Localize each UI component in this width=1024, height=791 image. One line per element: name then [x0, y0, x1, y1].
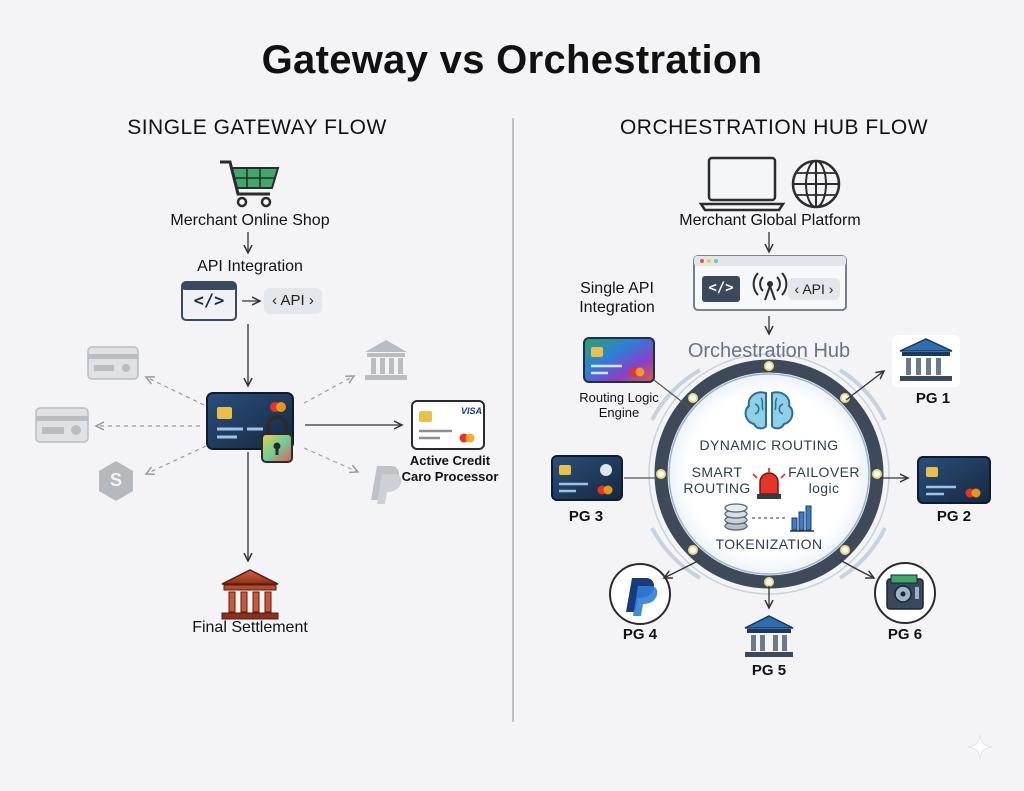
paypal-icon — [609, 563, 671, 625]
arrow-hub-to-pg6 — [839, 559, 874, 578]
pg3-label: PG 3 — [568, 508, 604, 525]
arrow-hub-to-pg4 — [664, 559, 701, 578]
routing-engine-label: Routing Logic Engine — [560, 390, 678, 420]
routing-engine-line-1: Routing Logic — [579, 390, 659, 405]
bank-icon — [365, 340, 407, 380]
pg5-bank-icon — [744, 615, 794, 657]
pg5-label: PG 5 — [751, 662, 787, 679]
alarm-icon — [752, 468, 786, 499]
api-tag-box — [264, 288, 322, 314]
padlock-icon — [261, 415, 293, 463]
visa-label: VISA — [460, 406, 482, 416]
inactive-card-icon — [87, 346, 139, 380]
api-tag: ‹ API › — [794, 281, 834, 297]
link-engine-to-hub — [653, 379, 691, 409]
inactive-processor-icon — [99, 461, 133, 501]
pg4-label: PG 4 — [622, 626, 658, 643]
code-window-icon — [181, 281, 237, 321]
active-processor-line-2: Caro Processor — [401, 469, 499, 484]
api-integration-label: API Integration — [197, 258, 303, 275]
active-processor-card-icon — [411, 400, 485, 450]
bar-chart-icon — [790, 505, 814, 532]
code-tag: </> — [708, 280, 734, 296]
active-processor-line-1: Active Credit — [409, 453, 491, 468]
orchestration-hub-label: Orchestration Hub — [687, 340, 851, 362]
merchant-platform-label: Merchant Global Platform — [679, 212, 861, 229]
brain-icon — [744, 391, 794, 430]
pg2-label: PG 2 — [936, 508, 972, 525]
routing-engine-line-2: Engine — [598, 405, 640, 420]
failover-line-1: FAILOVER — [788, 464, 860, 480]
smart-routing-line-1: SMART — [691, 464, 743, 480]
failover-line-2: logic — [808, 480, 840, 496]
failover-logic-label: FAILOVER logic — [784, 464, 864, 496]
single-api-label: Single API Integration — [562, 279, 672, 317]
laptop-icon — [698, 156, 786, 212]
dynamic-routing-label: DYNAMIC ROUTING — [699, 437, 839, 453]
pg2-card-icon — [917, 456, 991, 504]
inactive-card-icon — [35, 407, 89, 443]
broadcast-icon — [752, 272, 788, 301]
dashed-link-card-top-right — [303, 376, 354, 404]
active-processor-label: Active Credit Caro Processor — [394, 453, 506, 485]
tokenization-label: TOKENIZATION — [715, 536, 823, 552]
sparkle-icon — [967, 734, 993, 760]
coin-stack-icon — [724, 503, 748, 531]
bank-icon — [221, 569, 279, 620]
code-tag: </> — [193, 291, 225, 311]
dashed-link-card-bottom-left — [146, 445, 207, 474]
pg1-bank-icon — [892, 335, 960, 387]
shopping-cart-icon — [220, 160, 280, 208]
merchant-shop-label: Merchant Online Shop — [170, 212, 330, 229]
pg1-label: PG 1 — [915, 390, 951, 407]
paypal-icon — [371, 466, 402, 504]
routing-engine-card-icon — [583, 337, 655, 383]
pg3-card-icon — [551, 455, 623, 501]
safe-icon — [874, 562, 936, 624]
globe-icon — [791, 159, 841, 209]
dashed-link-card-top-left — [146, 377, 205, 406]
single-gateway-heading: SINGLE GATEWAY FLOW — [127, 116, 387, 139]
dashed-link-card-bottom-right — [303, 447, 358, 472]
arrow-hub-to-pg1 — [845, 371, 884, 401]
smart-routing-label: SMART ROUTING — [678, 464, 756, 496]
api-tag: ‹ API › — [272, 292, 314, 309]
final-settlement-label: Final Settlement — [192, 619, 308, 636]
orchestration-heading: ORCHESTRATION HUB FLOW — [619, 116, 929, 139]
smart-routing-line-2: ROUTING — [683, 480, 751, 496]
single-api-line-2: Integration — [579, 299, 655, 316]
single-api-line-1: Single API — [580, 280, 654, 297]
inactive-processor-badge: S — [109, 470, 122, 490]
page-title: Gateway vs Orchestration — [261, 38, 763, 82]
pg6-label: PG 6 — [887, 626, 923, 643]
